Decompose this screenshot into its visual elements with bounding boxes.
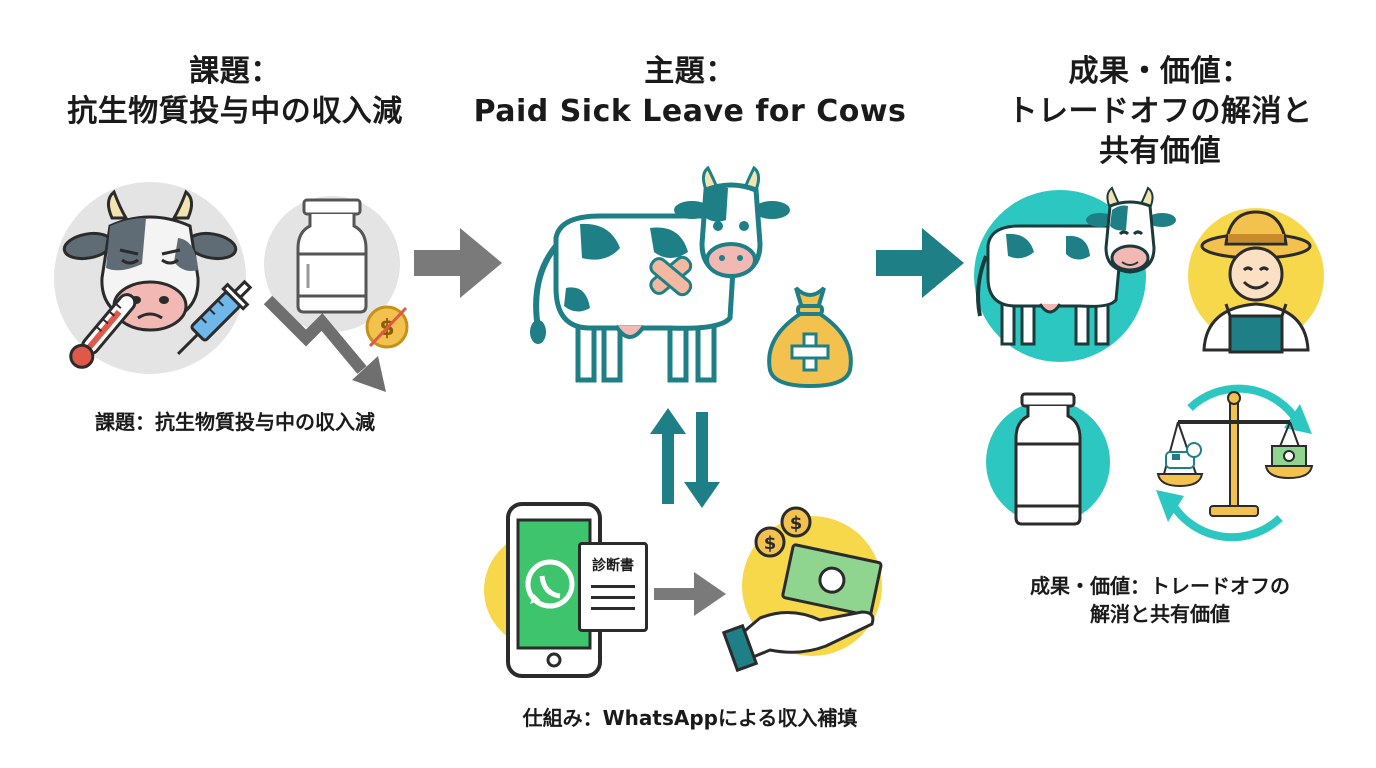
outcome-caption-line2: 解消と共有価値 xyxy=(1090,602,1230,626)
outcome-heading-line2: トレードオフの解消と xyxy=(1007,94,1313,129)
outcome-heading: 成果・価値： トレードオフの解消と 共有価値 xyxy=(980,52,1340,172)
declining-arrow-icon xyxy=(263,295,386,392)
theme-heading: 主題： Paid Sick Leave for Cows xyxy=(470,52,910,132)
problem-heading-line2: 抗生物質投与中の収入減 xyxy=(67,94,403,129)
diagnosis-document-icon: 診断書 xyxy=(578,542,648,632)
diagnosis-document-label: 診断書 xyxy=(592,558,634,574)
problem-heading-line1: 課題： xyxy=(189,54,281,89)
right-arrow-teal-icon xyxy=(876,228,964,298)
svg-text:$: $ xyxy=(764,533,777,554)
crossed-coin-icon: $ xyxy=(365,305,409,349)
problem-caption: 課題：抗生物質投与中の収入減 xyxy=(95,410,375,434)
cash-in-hand-icon: $ $ xyxy=(721,506,883,673)
outcome-heading-line1: 成果・価値： xyxy=(1068,54,1252,89)
thermometer-icon xyxy=(69,293,137,369)
syringe-icon xyxy=(176,279,253,356)
milk-can-full-icon xyxy=(986,392,1110,526)
mechanism-caption: 仕組み：WhatsAppによる収入補填 xyxy=(522,706,858,730)
outcome-caption-line1: 成果・価値：トレードオフの xyxy=(1030,574,1290,598)
farmer-icon xyxy=(1188,208,1324,354)
cow-with-bandage-icon xyxy=(530,165,790,383)
problem-heading: 課題： 抗生物質投与中の収入減 xyxy=(40,52,430,132)
svg-text:$: $ xyxy=(790,513,803,534)
exchange-arrows-icon xyxy=(650,408,720,508)
milk-can-icon xyxy=(264,196,400,332)
outcome-caption: 成果・価値：トレードオフの 解消と共有価値 xyxy=(980,572,1340,628)
outcome-heading-line3: 共有価値 xyxy=(1099,134,1221,169)
balance-scale-icon xyxy=(1156,384,1314,542)
money-bag-icon xyxy=(767,286,853,389)
theme-heading-line1: 主題： xyxy=(644,54,736,89)
transfer-arrow-icon xyxy=(654,572,726,616)
theme-heading-line2: Paid Sick Leave for Cows xyxy=(473,94,907,129)
healthy-cow-icon xyxy=(974,186,1176,362)
right-arrow-icon xyxy=(414,228,502,298)
